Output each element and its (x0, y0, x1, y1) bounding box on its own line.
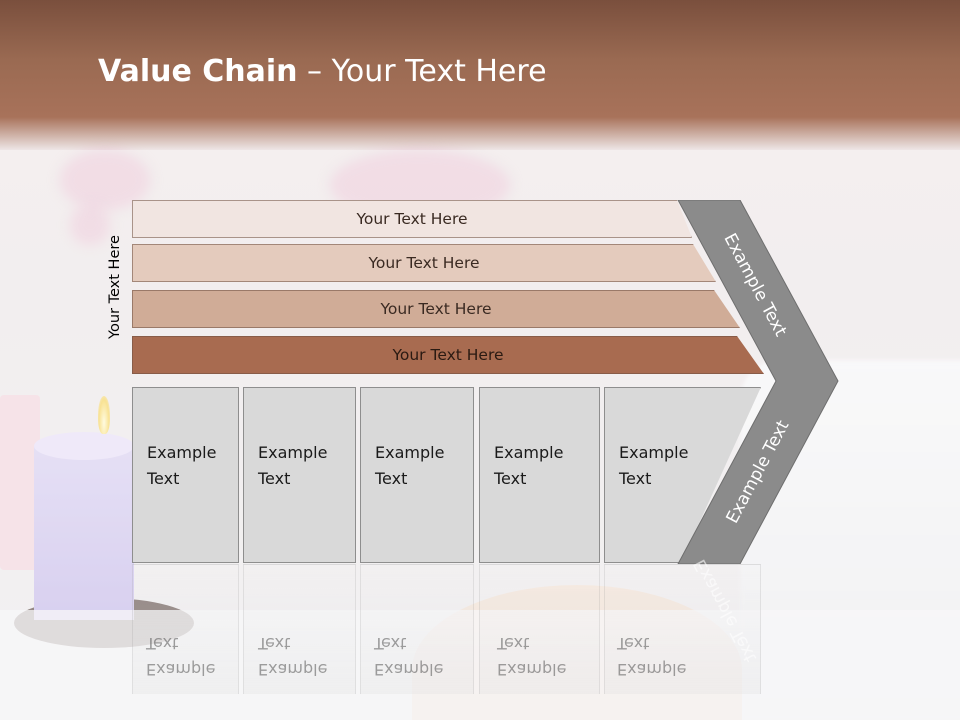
margin-chevron[interactable] (676, 200, 840, 564)
value-bar-4[interactable]: Your Text Here (132, 336, 764, 374)
activity-box-3[interactable]: Example Text (360, 387, 474, 563)
blossom-decoration (70, 205, 110, 245)
side-label[interactable]: Your Text Here (107, 235, 123, 339)
purple-candle (34, 440, 134, 620)
value-bar-3[interactable]: Your Text Here (132, 290, 740, 328)
reflection-text: Example Text (497, 634, 567, 679)
activity-box-4[interactable]: Example Text (479, 387, 600, 563)
header-band (0, 0, 960, 150)
activity-box-1[interactable]: Example Text (132, 387, 239, 563)
reflection-text: Example Text (258, 634, 328, 679)
title-rest: – Your Text Here (297, 54, 547, 89)
value-bar-1[interactable]: Your Text Here (132, 200, 692, 238)
title-bold: Value Chain (98, 54, 298, 89)
candle-top (34, 432, 134, 460)
pink-candle (0, 395, 40, 570)
reflection-text: Example Text (617, 634, 687, 679)
towel-foreground (0, 610, 960, 720)
reflection-text: Example Text (146, 634, 216, 679)
activity-box-2[interactable]: Example Text (243, 387, 356, 563)
value-bar-2[interactable]: Your Text Here (132, 244, 716, 282)
reflection-text: Example Text (374, 634, 444, 679)
slide-title[interactable]: Value Chain – Your Text Here (98, 54, 547, 89)
flame-icon (98, 396, 110, 434)
